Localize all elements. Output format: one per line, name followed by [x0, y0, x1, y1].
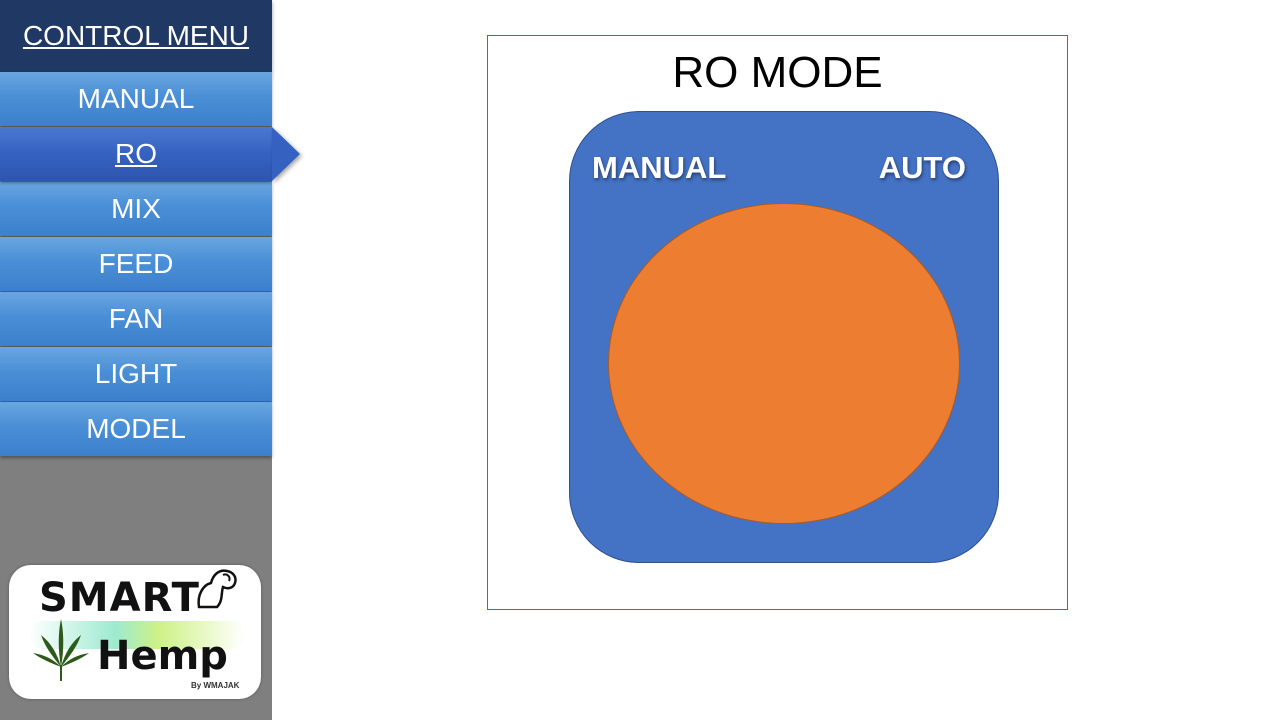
ro-mode-panel: RO MODE MANUAL AUTO — [487, 35, 1068, 610]
menu-item-label: FEED — [98, 248, 174, 279]
menu-item-model[interactable]: MODEL — [0, 402, 272, 456]
menu-item-fan[interactable]: FAN — [0, 292, 272, 346]
cannabis-leaf-icon — [33, 619, 89, 681]
menu-item-mix[interactable]: MIX — [0, 182, 272, 236]
logo-text-hemp: Hemp — [97, 633, 228, 679]
toggle-knob[interactable] — [608, 203, 960, 524]
menu-item-ro[interactable]: RO — [0, 127, 300, 181]
menu-item-manual[interactable]: MANUAL — [0, 72, 272, 126]
mode-toggle-switch[interactable]: MANUAL AUTO — [569, 111, 999, 563]
flexed-arm-icon — [197, 569, 237, 609]
menu-item-feed[interactable]: FEED — [0, 237, 272, 291]
menu-item-label: RO — [115, 138, 157, 169]
menu-item-label: MIX — [111, 193, 161, 224]
toggle-label-manual[interactable]: MANUAL — [592, 150, 727, 185]
logo-text-smart: SMART — [39, 575, 200, 621]
control-menu-header[interactable]: CONTROL MENU — [0, 0, 272, 72]
sidebar: CONTROL MENU MANUAL RO MIX FEED FAN LIGH… — [0, 0, 300, 720]
menu-item-label: LIGHT — [94, 358, 178, 389]
logo-glow — [29, 621, 245, 649]
menu-item-label: FAN — [108, 303, 164, 334]
menu-item-label: MODEL — [86, 413, 186, 444]
smart-hemp-logo: SMART Hemp By WMAJAK — [9, 565, 261, 699]
logo-byline: By WMAJAK — [191, 681, 240, 690]
menu-item-light[interactable]: LIGHT — [0, 347, 272, 401]
toggle-label-auto[interactable]: AUTO — [878, 150, 966, 185]
page-title: RO MODE — [672, 48, 883, 97]
active-arrow-icon — [272, 127, 300, 181]
menu-item-label: MANUAL — [77, 83, 195, 114]
